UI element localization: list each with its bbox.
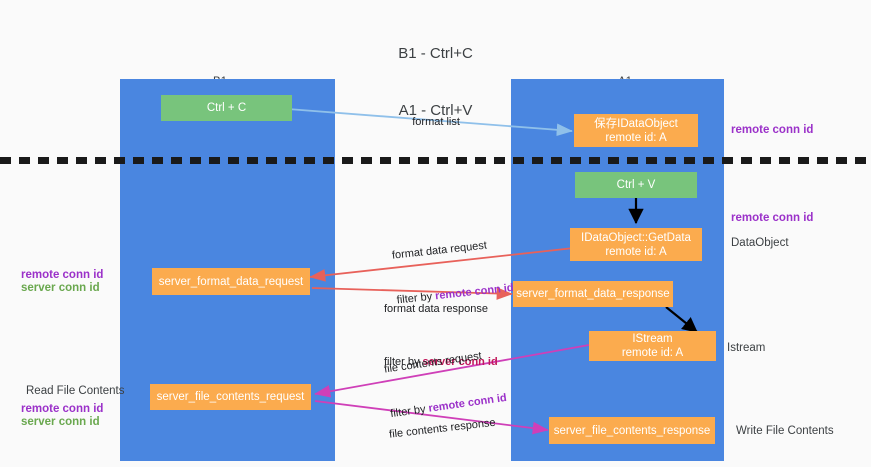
node-server-file-contents-request-label: server_file_contents_request xyxy=(156,391,305,403)
annotation-right-dataobject: DataObject xyxy=(731,237,789,249)
edge-label-format-list: format list xyxy=(400,100,460,145)
annotation-right-remote-conn-id-mid: remote conn id xyxy=(731,212,814,224)
edge-label-format-data-request-line-1: format data request xyxy=(391,239,488,262)
node-save-idataobject-line-2: remote id: A xyxy=(605,131,667,144)
node-ctrl-c-label: Ctrl + C xyxy=(206,102,247,114)
node-istream-line-2: remote id: A xyxy=(621,347,684,359)
node-save-idataobject-line-1: 保存IDataObject xyxy=(594,117,678,130)
edge-label-format-data-response-line-1: format data response xyxy=(384,303,488,315)
diagram-title-line-1: B1 - Ctrl+C xyxy=(398,45,473,62)
edge-label-file-contents-response-line-1: file contents response xyxy=(388,416,497,441)
node-idataobject-getdata[interactable]: IDataObject::GetData remote id: A xyxy=(570,228,702,261)
node-server-format-data-request-label: server_format_data_request xyxy=(158,275,304,288)
edge-label-format-data-response-line-2: filter by server conn id xyxy=(384,355,498,370)
node-server-file-contents-response-label: server_file_contents_response xyxy=(553,424,711,437)
node-istream[interactable]: IStream remote id: A xyxy=(589,331,716,361)
edge-label-file-contents-response: file contents response filter by server … xyxy=(385,385,512,467)
node-server-format-data-response[interactable]: server_format_data_response xyxy=(513,281,673,307)
annotation-left-server-conn-id-mid: server conn id xyxy=(21,282,100,294)
node-server-file-contents-request[interactable]: server_file_contents_request xyxy=(150,384,311,410)
node-server-format-data-request[interactable]: server_format_data_request xyxy=(152,268,310,295)
annotation-left-remote-conn-id-bottom: remote conn id xyxy=(21,403,104,415)
node-ctrl-c[interactable]: Ctrl + C xyxy=(161,95,292,121)
node-server-file-contents-response[interactable]: server_file_contents_response xyxy=(549,417,715,444)
node-ctrl-v-label: Ctrl + V xyxy=(616,179,656,191)
node-ctrl-v[interactable]: Ctrl + V xyxy=(575,172,697,198)
annotation-right-remote-conn-id-top: remote conn id xyxy=(731,124,814,136)
edge-label-file-contents-request-line-1: file contents request xyxy=(383,349,483,376)
node-save-idataobject[interactable]: 保存IDataObject remote id: A xyxy=(574,114,698,147)
node-istream-line-1: IStream xyxy=(632,333,673,345)
annotation-left-remote-conn-id-mid: remote conn id xyxy=(21,269,104,281)
node-idataobject-getdata-line-2: remote id: A xyxy=(605,245,667,258)
filter-by-prefix: filter by xyxy=(384,356,423,368)
edge-label-format-list-text: format list xyxy=(412,116,460,128)
annotation-left-server-conn-id-bottom: server conn id xyxy=(21,416,100,428)
key-server-conn-id: server conn id xyxy=(422,356,498,368)
annotation-right-istream: Istream xyxy=(727,342,766,354)
annotation-left-read-file-contents: Read File Contents xyxy=(26,385,125,397)
edge-label-format-data-response: format data response filter by server co… xyxy=(384,272,498,400)
node-server-format-data-response-label: server_format_data_response xyxy=(516,288,670,300)
annotation-right-write-file-contents: Write File Contents xyxy=(736,425,834,437)
node-idataobject-getdata-line-1: IDataObject::GetData xyxy=(581,231,691,244)
